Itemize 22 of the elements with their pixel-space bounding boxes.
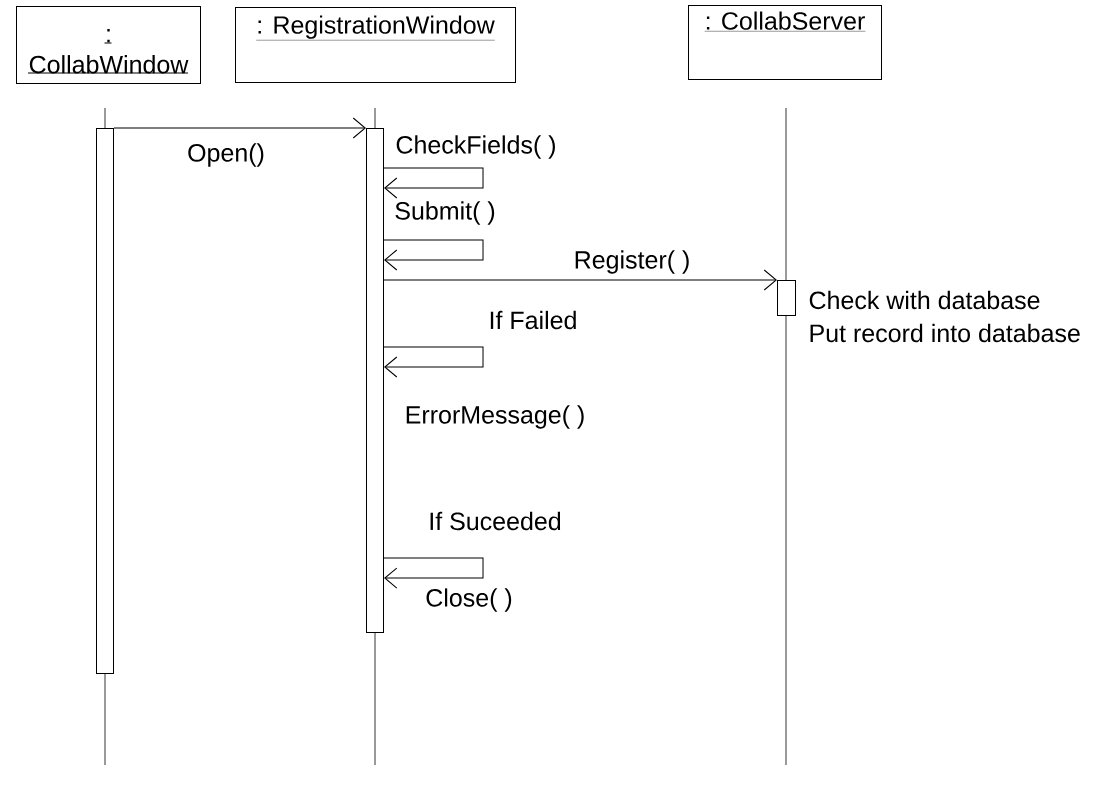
edge-label: CheckFields( ) [396,135,555,159]
guard-label: If Suceeded [430,511,561,531]
edge-label: Register( ) [575,250,689,274]
message-arrow [383,346,484,378]
message-arrow [113,117,366,139]
message-arrow [383,557,484,589]
activation-bar [96,128,114,674]
edge-label: Open() [188,143,264,167]
object-box: : CollabWindow [16,6,201,84]
note-text: Put record into database [810,323,1080,343]
message-arrow [383,269,777,291]
message-arrow [383,239,484,271]
object-box: : CollabServer [688,5,882,80]
object-box: : RegistrationWindow [235,7,516,83]
message-arrow [383,167,484,199]
guard-label: If Failed [490,310,576,330]
edge-label: Close( ) [426,588,512,612]
edge-label: Submit( ) [395,201,495,225]
edge-label: ErrorMessage( ) [406,405,584,429]
activation-bar [777,280,796,316]
note-text: Check with database [809,290,1040,310]
activation-bar [366,128,384,633]
